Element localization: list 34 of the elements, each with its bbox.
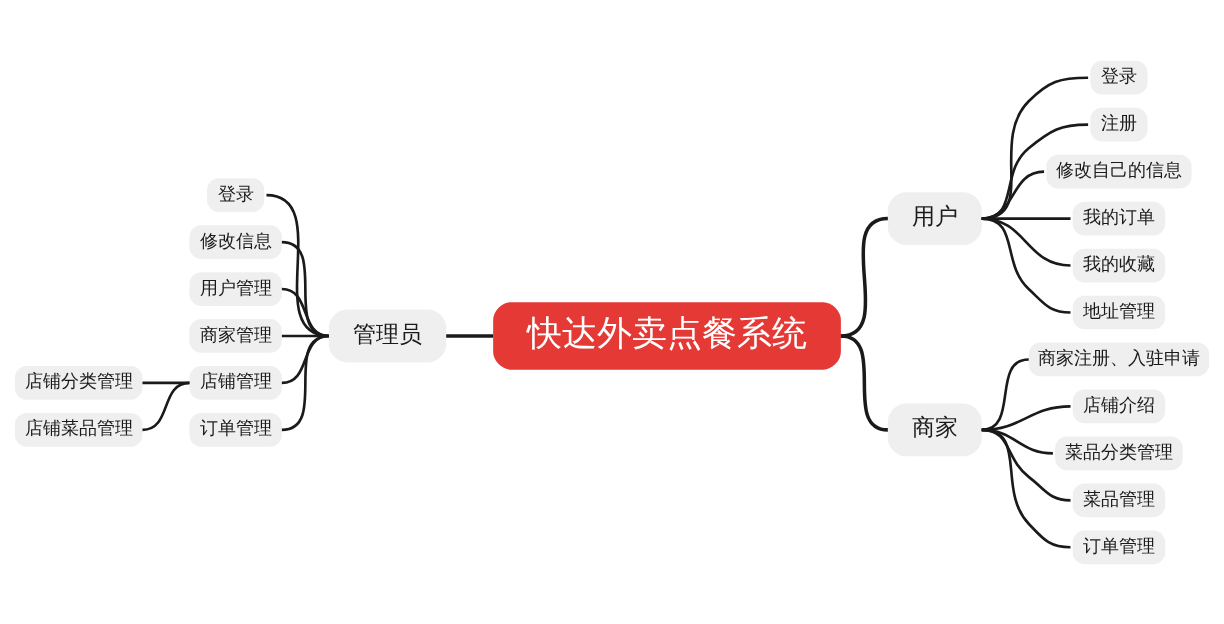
node-box: 店铺分类管理 [14, 365, 143, 400]
node-box: 登录 [1090, 60, 1148, 95]
node-box: 商家 [887, 402, 982, 456]
node-box: 修改信息 [189, 224, 282, 259]
node-box: 管理员 [328, 309, 447, 362]
node-box: 用户管理 [189, 271, 282, 306]
connector [981, 404, 1071, 431]
node-box: 店铺介绍 [1072, 389, 1166, 423]
connector [981, 428, 1071, 549]
connector [981, 216, 1071, 267]
node-box: 商家管理 [189, 318, 282, 353]
connector [981, 216, 1071, 314]
node-box: 我的订单 [1072, 201, 1166, 235]
connector [981, 357, 1029, 431]
node-box: 店铺管理 [189, 365, 282, 400]
node-box: 店铺菜品管理 [14, 412, 143, 447]
connector [281, 334, 330, 431]
node-box: 快达外卖点餐系统 [493, 301, 841, 370]
connector [840, 333, 889, 432]
node-box: 登录 [207, 177, 265, 212]
node-box: 订单管理 [1072, 529, 1166, 564]
connector [281, 240, 330, 337]
node-box: 注册 [1090, 107, 1148, 142]
node-box: 我的收藏 [1072, 248, 1166, 282]
node-box: 商家注册、入驻申请 [1028, 342, 1210, 376]
node-box: 订单管理 [189, 412, 282, 447]
connector [281, 287, 329, 337]
node-box: 地址管理 [1072, 295, 1166, 329]
connector [281, 334, 329, 384]
connector [142, 381, 190, 431]
node-box: 菜品管理 [1072, 482, 1166, 517]
node-box: 用户 [887, 191, 982, 245]
connector [446, 333, 494, 338]
connector [266, 193, 330, 337]
